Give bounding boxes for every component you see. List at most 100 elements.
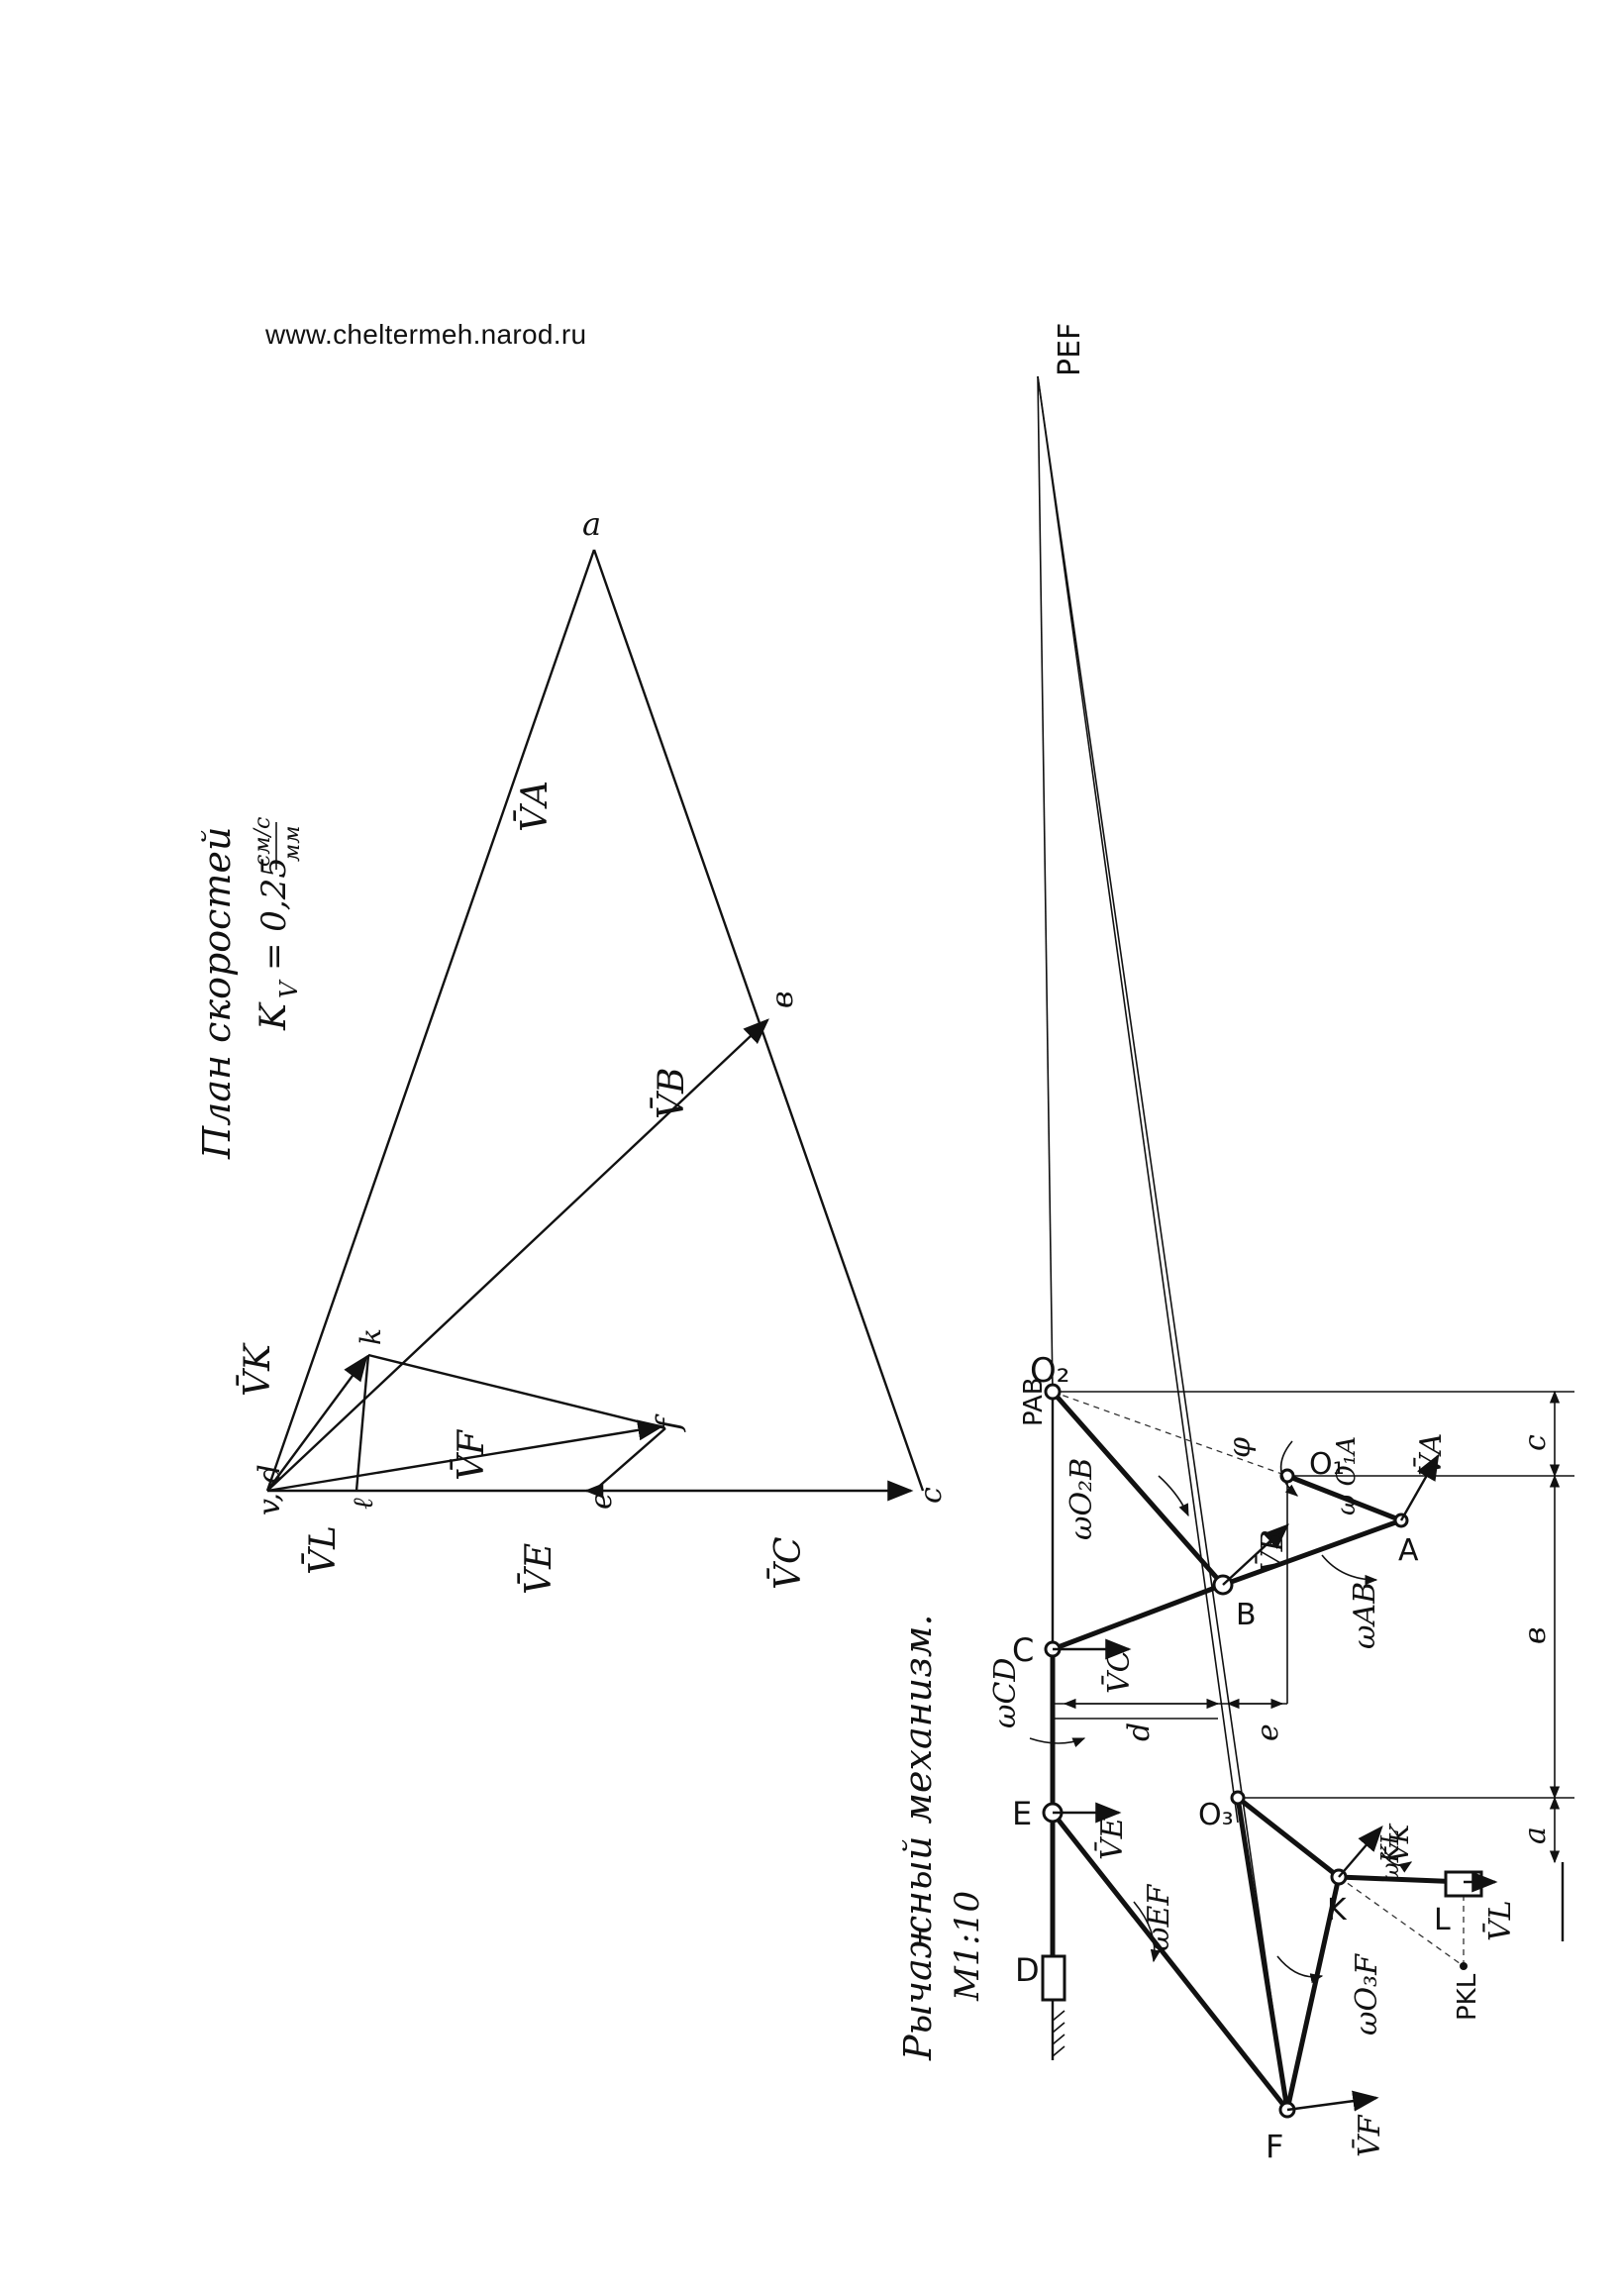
mech-label-vb: V̄B — [1255, 1529, 1290, 1573]
mechanism-title: Рычажный механизм. — [896, 1615, 940, 2061]
plan-label-vl: V̄L — [301, 1525, 344, 1575]
line-f-e — [593, 1427, 666, 1492]
slider-l — [1444, 1870, 1483, 1898]
plan-point-k: k — [355, 1328, 387, 1345]
velocity-plan: План скоростей K V = 0,25 см/с мм — [195, 505, 949, 1595]
plan-label-ve: V̄E — [517, 1543, 559, 1595]
label-l: L — [1434, 1903, 1451, 1937]
label-w-ab: ωAB — [1348, 1582, 1382, 1649]
plan-pole: v, d — [253, 1464, 287, 1515]
guide-hatch — [1052, 2010, 1065, 2057]
plan-label-vc: V̄C — [766, 1536, 809, 1590]
dim-label-d: d — [1122, 1722, 1157, 1741]
dim-label-phi: φ — [1223, 1437, 1258, 1458]
construction-pef-o2 — [1037, 375, 1054, 1393]
vector-line-vb — [266, 1018, 769, 1492]
label-d: D — [1015, 1951, 1040, 1989]
line-k-f — [367, 1353, 666, 1430]
velocity-scale-num: см/с — [251, 817, 275, 867]
mech-vector-vk — [1338, 1825, 1383, 1878]
arc-w-ab — [1321, 1554, 1378, 1586]
mech-label-vc: V̄C — [1101, 1649, 1137, 1694]
velocity-scale-den: мм — [280, 826, 305, 862]
vector-line-vk — [266, 1354, 368, 1492]
plan-point-e: e — [584, 1492, 619, 1510]
hinge-o2 — [1044, 1383, 1062, 1401]
velocity-plan-title: План скоростей — [195, 827, 239, 1160]
link-o1a — [1284, 1473, 1404, 1523]
label-a: A — [1398, 1533, 1419, 1568]
mech-label-va: V̄A — [1413, 1433, 1449, 1476]
plan-label-vb: V̄B — [650, 1068, 692, 1119]
label-o1: O₁ — [1309, 1447, 1345, 1482]
label-k: K — [1327, 1893, 1348, 1928]
plan-point-f: f — [650, 1413, 687, 1432]
arc-w-ef — [1133, 1901, 1161, 1963]
construction-pef-o3 — [1037, 375, 1239, 1824]
link-o3k — [1235, 1795, 1342, 1880]
line-a-c — [592, 549, 925, 1492]
mechanism: Рычажный механизм. М1:10 — [896, 323, 1574, 2165]
label-pkl: PKL — [1453, 1973, 1482, 2021]
label-pab: PAB — [1019, 1377, 1049, 1426]
point-pkl — [1460, 1962, 1468, 1970]
mech-vector-va — [1399, 1453, 1440, 1521]
mech-vector-vb — [1222, 1523, 1289, 1586]
velocity-scale-eq: = 0,25 — [254, 857, 294, 971]
label-w-kl: ωKL — [1376, 1829, 1404, 1882]
construction-pef-f — [1037, 375, 1288, 2111]
label-o2: O₂ — [1030, 1351, 1069, 1391]
link-ef — [1050, 1810, 1290, 2113]
link-bc — [1050, 1582, 1226, 1652]
dim-label-a: a — [1518, 1826, 1553, 1844]
plan-point-c: c — [914, 1487, 949, 1504]
vector-line-vf — [266, 1419, 664, 1493]
dim-label-b: в — [1518, 1627, 1553, 1644]
label-w-cd: ωCD — [988, 1658, 1023, 1728]
label-f: F — [1266, 2128, 1283, 2165]
mech-label-vf: V̄F — [1352, 2114, 1387, 2157]
construction-pkl — [1338, 1876, 1465, 1967]
label-w-o3f: ωO₃F — [1350, 1953, 1384, 2035]
link-o2b — [1050, 1389, 1226, 1588]
mech-label-vk: V̄K — [1383, 1823, 1415, 1862]
slider-d — [1041, 1954, 1066, 2002]
label-e: E — [1012, 1795, 1032, 1832]
label-pef: PEF — [1053, 323, 1087, 376]
vector-line-va — [265, 549, 596, 1492]
link-fk — [1284, 1874, 1342, 2113]
label-w-ef: ωEF — [1142, 1884, 1176, 1951]
mech-label-vl: V̄L — [1482, 1900, 1518, 1941]
arc-w-o1a — [1279, 1440, 1298, 1497]
link-kl — [1336, 1874, 1467, 1885]
plan-point-a: a — [582, 505, 601, 543]
plan-point-b: в — [765, 991, 800, 1008]
label-o3: O₃ — [1198, 1798, 1234, 1832]
arc-w-kl — [1380, 1851, 1413, 1873]
arc-w-o3f — [1276, 1955, 1324, 1984]
arc-w-cd — [1029, 1737, 1086, 1748]
construction-pab — [1052, 1391, 1288, 1477]
mech-vector-vf — [1286, 2090, 1379, 2112]
plan-label-va: V̄A — [513, 781, 556, 832]
label-b: B — [1236, 1598, 1257, 1632]
line-k-l — [355, 1354, 370, 1492]
label-w-o1a: ω O₁A — [1332, 1436, 1362, 1515]
label-c: C — [1012, 1631, 1034, 1669]
website-url: www.cheltermeh.narod.ru — [265, 319, 587, 350]
plan-label-vf: V̄F — [450, 1428, 492, 1481]
mech-label-ve: V̄E — [1094, 1817, 1130, 1860]
hinge-o3 — [1230, 1790, 1246, 1806]
velocity-scale-lhs-sub: V — [275, 979, 303, 998]
label-w-o2b: ωO₂B — [1064, 1458, 1099, 1540]
mechanism-scale: М1:10 — [948, 1891, 987, 2002]
arc-w-o2b — [1158, 1475, 1189, 1517]
link-fo3 — [1235, 1795, 1290, 2113]
plan-label-vk: V̄K — [236, 1342, 278, 1397]
dim-label-e: e — [1251, 1723, 1285, 1741]
dim-label-c: c — [1518, 1434, 1553, 1451]
plan-point-l: ℓ — [347, 1498, 379, 1510]
velocity-scale-lhs: K — [253, 1001, 294, 1031]
link-ab — [1220, 1517, 1404, 1588]
